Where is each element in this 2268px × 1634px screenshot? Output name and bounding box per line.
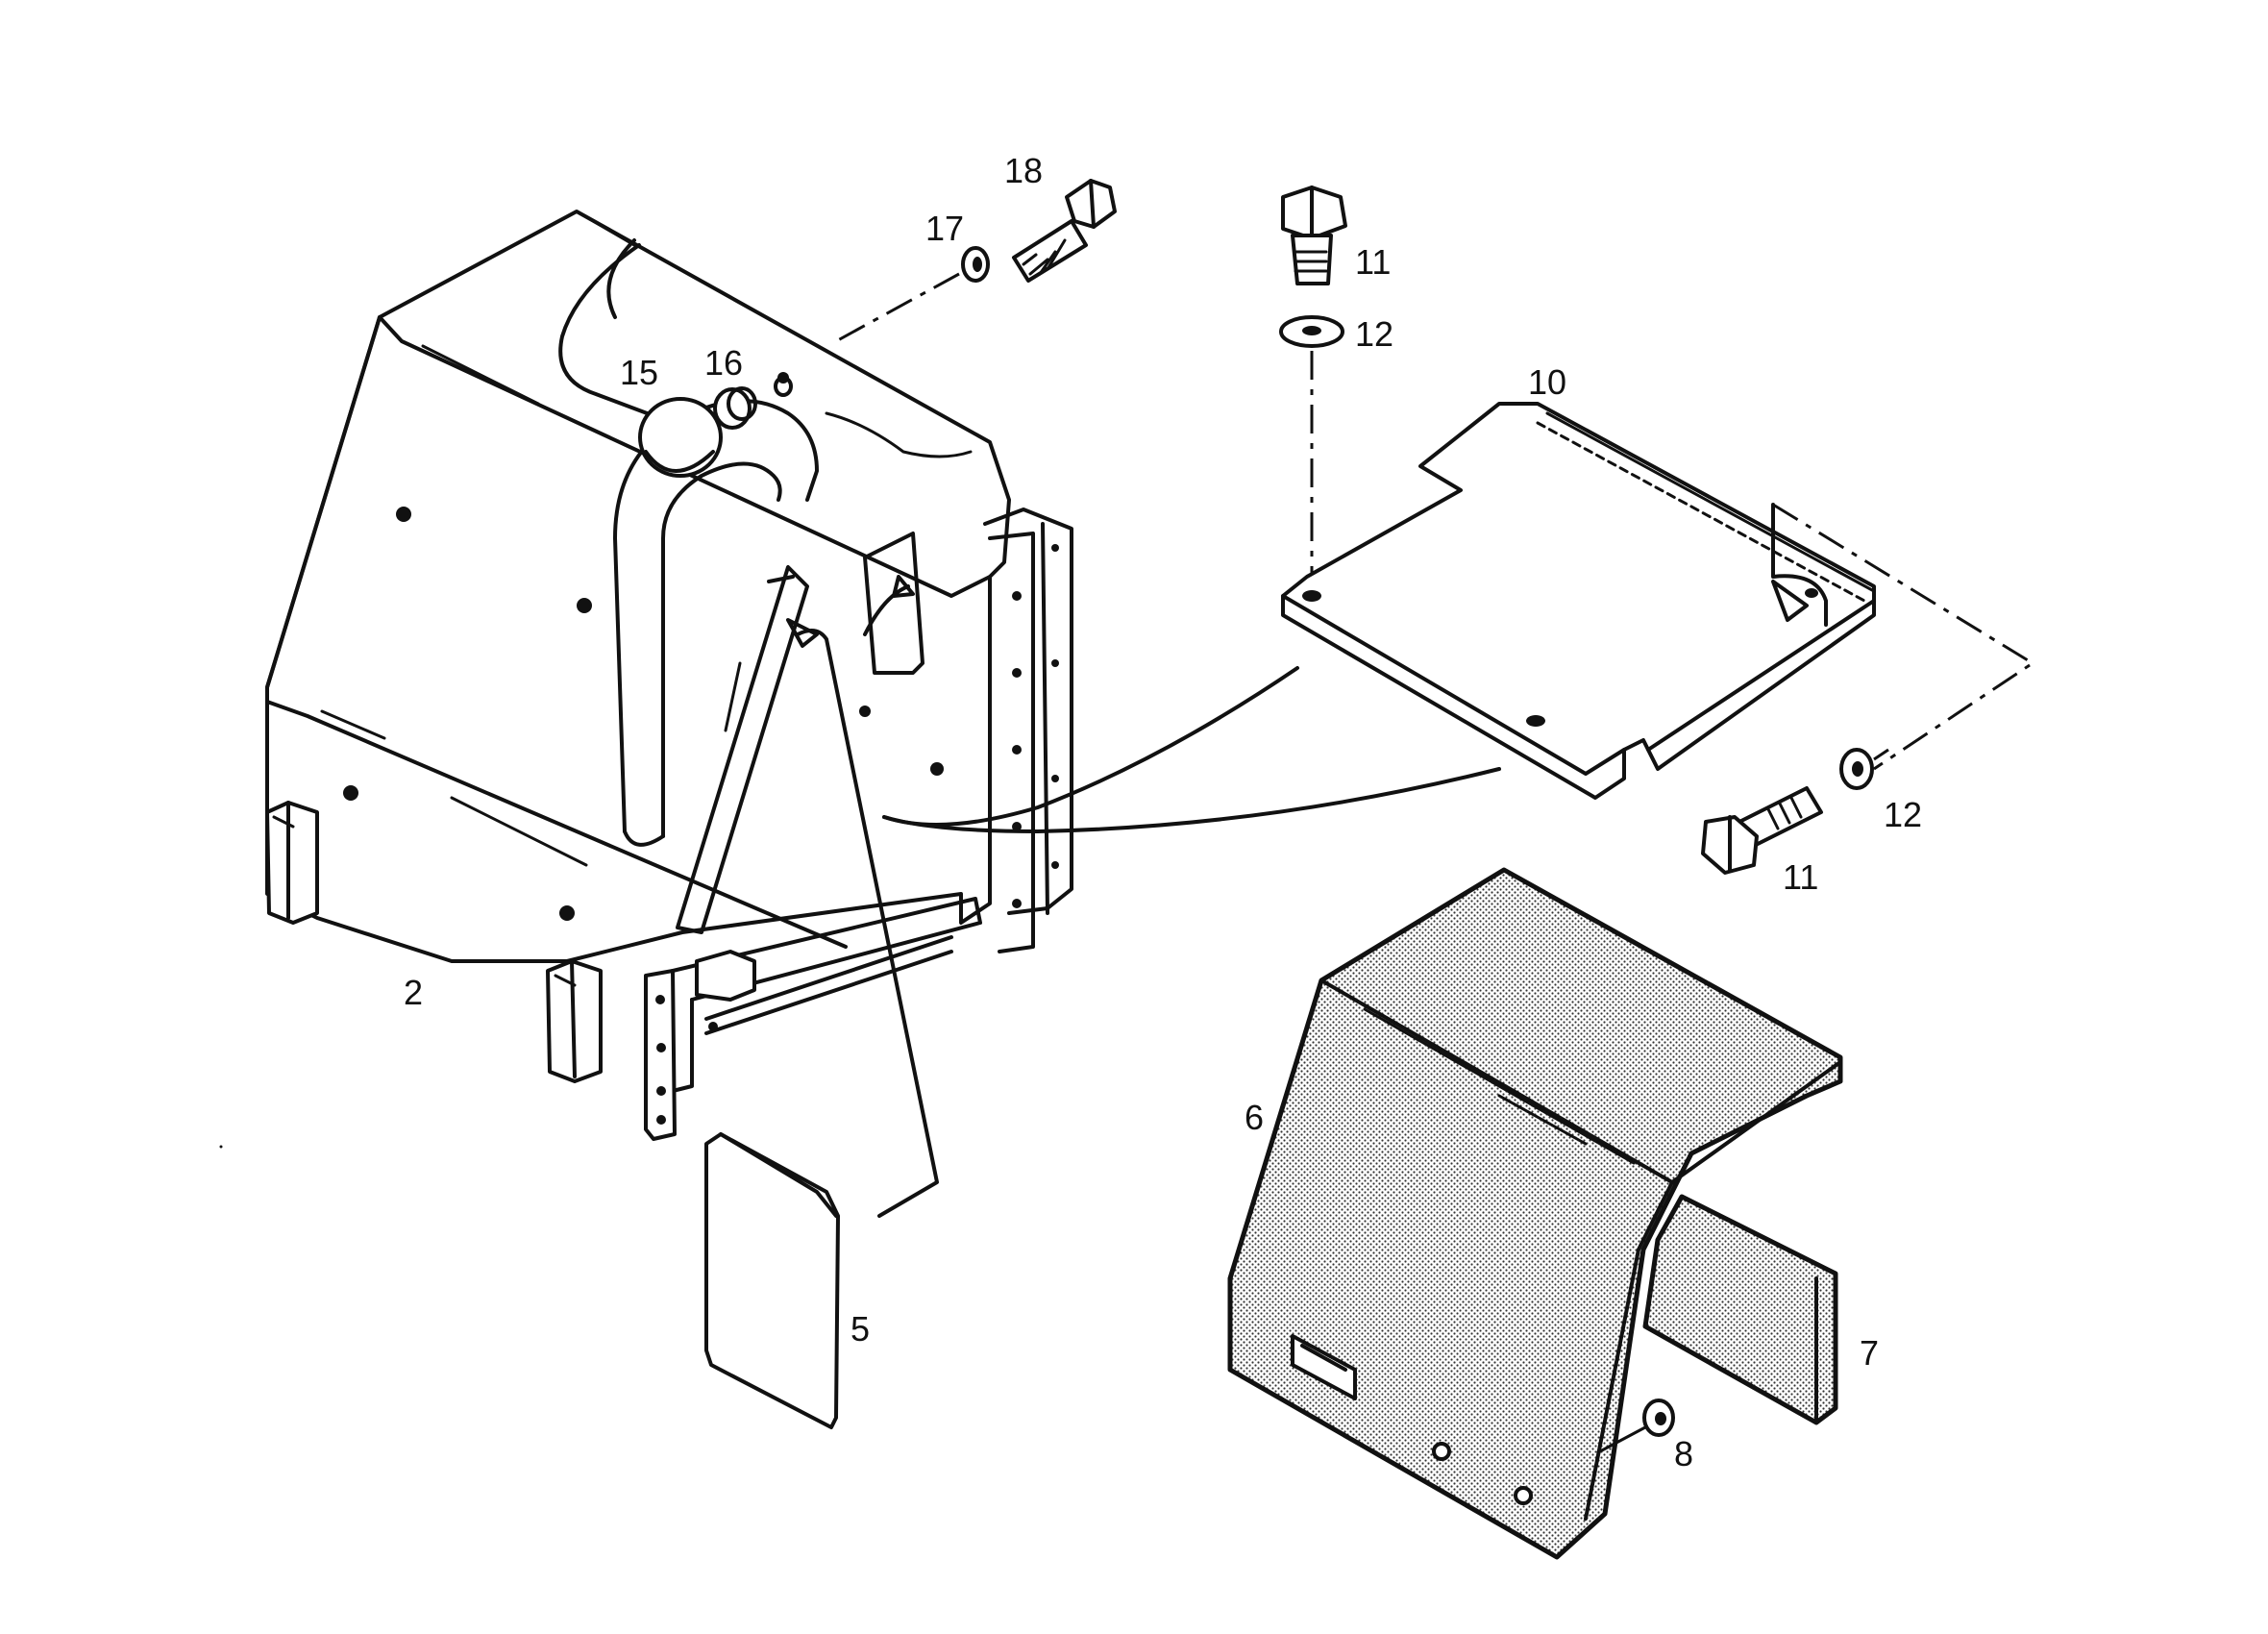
part-8-washer [1642, 1399, 1675, 1437]
part-15-cap [638, 397, 723, 478]
callout-11-lower: 11 [1783, 857, 1818, 897]
callout-labels: 2 5 6 7 8 10 11 12 11 12 15 16 17 18 [404, 151, 1922, 1473]
callout-10: 10 [1528, 362, 1566, 402]
callout-5: 5 [850, 1309, 870, 1349]
callout-16: 16 [704, 343, 743, 383]
part-5-panel [704, 1132, 840, 1429]
callout-6: 6 [1245, 1098, 1264, 1137]
axis-line-bolt-11-lower [1873, 748, 1889, 761]
part-11-bolt-lower [1701, 786, 1823, 875]
callout-2: 2 [404, 973, 423, 1012]
part-10-plate [1281, 402, 1876, 800]
callout-12-lower: 12 [1884, 795, 1922, 834]
axis-line-bolt-18 [835, 272, 960, 343]
axis-line-plate [1772, 503, 2035, 771]
part-18-bolt [1012, 179, 1117, 283]
callout-12-top: 12 [1355, 314, 1393, 354]
callout-7: 7 [1860, 1333, 1879, 1373]
part-17-washer [961, 246, 990, 283]
part-11-bolt-top [1281, 186, 1347, 285]
assembly-leaders [786, 575, 1501, 1218]
part-6-cover [1227, 867, 1843, 1560]
callout-8: 8 [1674, 1434, 1693, 1473]
part-7-bar [1642, 1194, 1838, 1425]
part-16-bushing [713, 376, 793, 430]
callout-15: 15 [620, 353, 658, 392]
axis-line-washer-8 [1598, 1425, 1647, 1453]
part-12-washer-top [1279, 315, 1344, 348]
callout-11-top: 11 [1355, 242, 1391, 282]
callout-18: 18 [1004, 151, 1043, 190]
part-12-washer-lower [1839, 748, 1874, 790]
part-2-housing [219, 210, 1073, 1149]
callout-17: 17 [925, 209, 964, 248]
